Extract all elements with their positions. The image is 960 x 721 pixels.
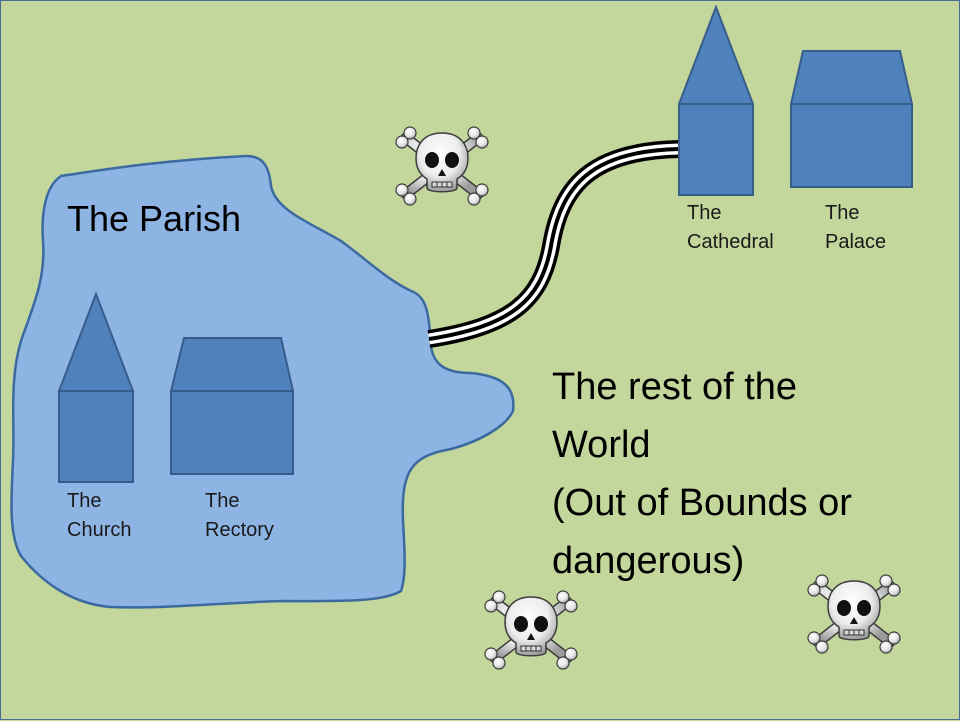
palace-label: The Palace [825,202,887,253]
church-icon [57,291,135,483]
skull-and-crossbones-icon [396,127,488,205]
palace-house-icon [789,50,914,188]
road-icon [427,140,680,348]
church-label: The Church [67,490,132,541]
skull-and-crossbones-icon [485,591,577,669]
cathedral-label: The Cathedral [687,202,774,253]
rest-of-world-label: The rest of the World (Out of Bounds or … [552,366,852,582]
rectory-label: The Rectory [205,490,274,541]
cathedral-icon [677,4,755,196]
parish-title: The Parish [67,198,242,239]
rectory-house-icon [169,337,295,475]
